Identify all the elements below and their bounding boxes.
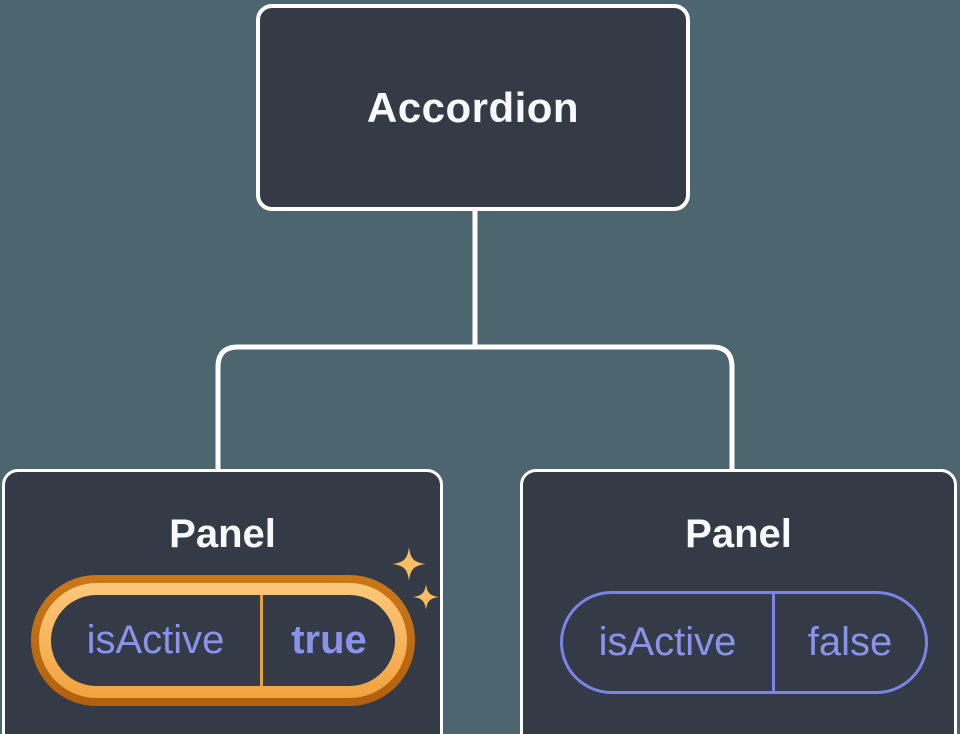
pill-divider <box>772 594 775 691</box>
pill-divider <box>260 595 263 686</box>
panel-title: Panel <box>685 512 792 556</box>
state-name-label: isActive <box>86 618 225 662</box>
accordion-component-box: Accordion <box>256 4 690 211</box>
state-pill-gold-ring: isActive true <box>39 583 407 698</box>
state-pill-active-highlight-ring: isActive true <box>31 575 415 706</box>
state-pill-inactive: isActive false <box>560 591 928 694</box>
state-name-label: isActive <box>598 620 737 664</box>
sparkle-small-star <box>413 584 439 610</box>
state-pill-active: isActive true <box>51 595 395 686</box>
accordion-label: Accordion <box>366 83 580 131</box>
sparkle-large-star <box>392 547 426 581</box>
state-value-true: true <box>291 618 367 662</box>
state-value-false: false <box>807 620 893 664</box>
panel-component-box-inactive: Panel isActive false <box>520 469 957 734</box>
elbow-connector-line <box>215 344 735 469</box>
sparkle-icon <box>392 547 439 610</box>
panel-component-box-active: Panel isActive true <box>2 469 443 734</box>
panel-title: Panel <box>169 512 276 556</box>
